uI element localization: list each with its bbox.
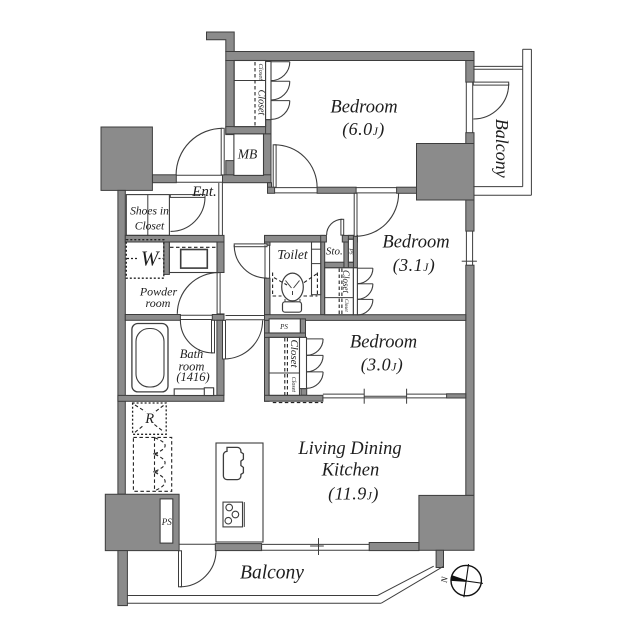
svg-text:Living Dining: Living Dining	[297, 439, 401, 459]
svg-text:Sto.: Sto.	[326, 246, 343, 258]
svg-text:Kitchen: Kitchen	[321, 461, 380, 481]
svg-text:PS: PS	[347, 247, 353, 254]
svg-text:Balcony: Balcony	[240, 562, 304, 583]
svg-text:(11.9J): (11.9J)	[328, 484, 379, 505]
svg-text:(3.0J): (3.0J)	[361, 355, 404, 376]
svg-text:room: room	[146, 296, 171, 310]
svg-text:Bedroom: Bedroom	[330, 98, 397, 118]
svg-text:W: W	[141, 247, 161, 271]
svg-text:(3.1J): (3.1J)	[393, 255, 436, 276]
svg-text:Shoes in: Shoes in	[130, 205, 169, 217]
svg-text:Bedroom: Bedroom	[350, 332, 417, 352]
svg-text:Powder: Powder	[139, 284, 178, 298]
svg-text:Toilet: Toilet	[277, 247, 309, 262]
svg-text:Bedroom: Bedroom	[382, 233, 449, 253]
svg-text:N: N	[439, 575, 450, 584]
svg-text:(6.0J): (6.0J)	[342, 119, 385, 140]
svg-text:Closet: Closet	[288, 339, 300, 368]
svg-text:Balcony: Balcony	[492, 119, 512, 178]
svg-text:PS: PS	[161, 517, 172, 527]
svg-text:Closet: Closet	[290, 377, 296, 393]
svg-text:Closet: Closet	[343, 299, 348, 312]
svg-text:Ent.: Ent.	[191, 184, 217, 200]
svg-text:Closet: Closet	[257, 63, 264, 80]
svg-text:Bath: Bath	[180, 347, 204, 361]
svg-text:PS: PS	[279, 323, 288, 331]
svg-text:(1416): (1416)	[176, 370, 209, 384]
svg-text:Closet: Closet	[256, 90, 267, 116]
svg-text:MB: MB	[237, 147, 258, 162]
svg-text:room: room	[179, 359, 205, 373]
svg-text:Closet: Closet	[341, 270, 351, 294]
svg-text:R: R	[144, 411, 154, 427]
svg-text:Closet: Closet	[135, 220, 165, 232]
